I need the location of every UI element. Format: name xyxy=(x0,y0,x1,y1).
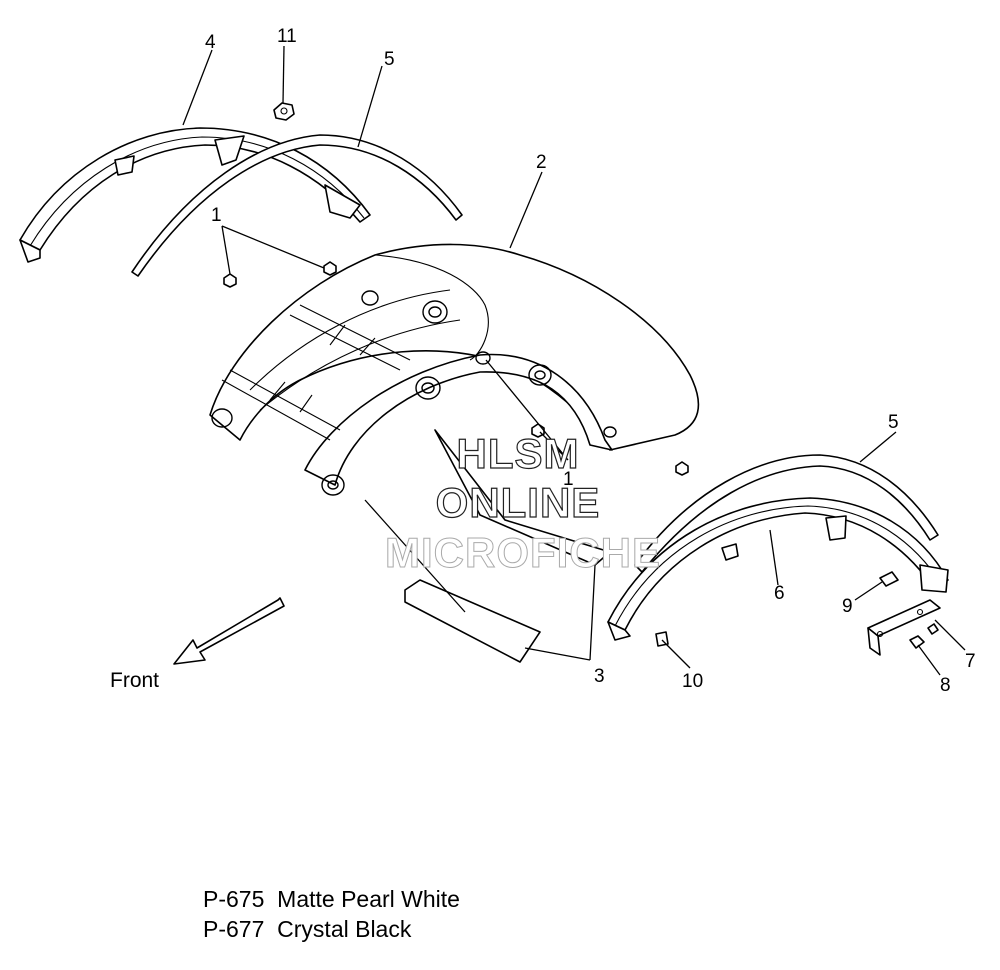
callout-5-lower: 5 xyxy=(888,412,899,433)
part-2-rear-fender xyxy=(209,243,700,496)
watermark: HLSM ONLINE MICROFICHE xyxy=(385,429,661,576)
callout-numbers: 4 11 5 2 1 1 3 5 6 9 7 8 10 Front xyxy=(110,26,976,696)
legend-code: P-677 xyxy=(203,916,265,942)
callout-4: 4 xyxy=(205,32,216,53)
watermark-line-2: ONLINE xyxy=(436,479,601,526)
part-5-trim-strip-lower xyxy=(634,454,939,573)
part-8-screw xyxy=(909,623,939,649)
callout-10: 10 xyxy=(682,671,703,692)
legend-code: P-675 xyxy=(203,886,265,912)
legend-color-name: Crystal Black xyxy=(277,916,412,942)
part-7-bracket xyxy=(867,599,941,656)
callout-1-upper: 1 xyxy=(211,205,222,226)
part-9-clip xyxy=(879,571,899,587)
callout-6: 6 xyxy=(774,583,785,604)
front-direction-arrow xyxy=(173,597,285,665)
callout-11: 11 xyxy=(277,26,297,47)
part-6-fender-trim-lower xyxy=(607,497,949,641)
legend-row: P-677 Crystal Black xyxy=(203,914,460,944)
paint-code-legend: P-675 Matte Pearl White P-677 Crystal Bl… xyxy=(203,884,460,944)
part-5-trim-strip-upper xyxy=(131,134,463,277)
legend-row: P-675 Matte Pearl White xyxy=(203,884,460,914)
part-3-tape-strips xyxy=(404,429,611,663)
watermark-line-1: HLSM xyxy=(457,430,580,477)
leader-lines xyxy=(182,45,966,676)
callout-2: 2 xyxy=(536,152,547,173)
callout-9: 9 xyxy=(842,596,853,617)
front-label: Front xyxy=(110,669,159,692)
callout-1-lower: 1 xyxy=(563,469,574,490)
callout-8: 8 xyxy=(940,675,951,696)
callout-7: 7 xyxy=(965,651,976,672)
legend-color-name: Matte Pearl White xyxy=(277,886,460,912)
watermark-line-3: MICROFICHE xyxy=(385,529,661,576)
callout-3: 3 xyxy=(594,666,605,687)
callout-5-upper: 5 xyxy=(384,49,395,70)
part-11-nut xyxy=(273,102,295,121)
part-4-fender-trim-upper xyxy=(19,127,371,263)
